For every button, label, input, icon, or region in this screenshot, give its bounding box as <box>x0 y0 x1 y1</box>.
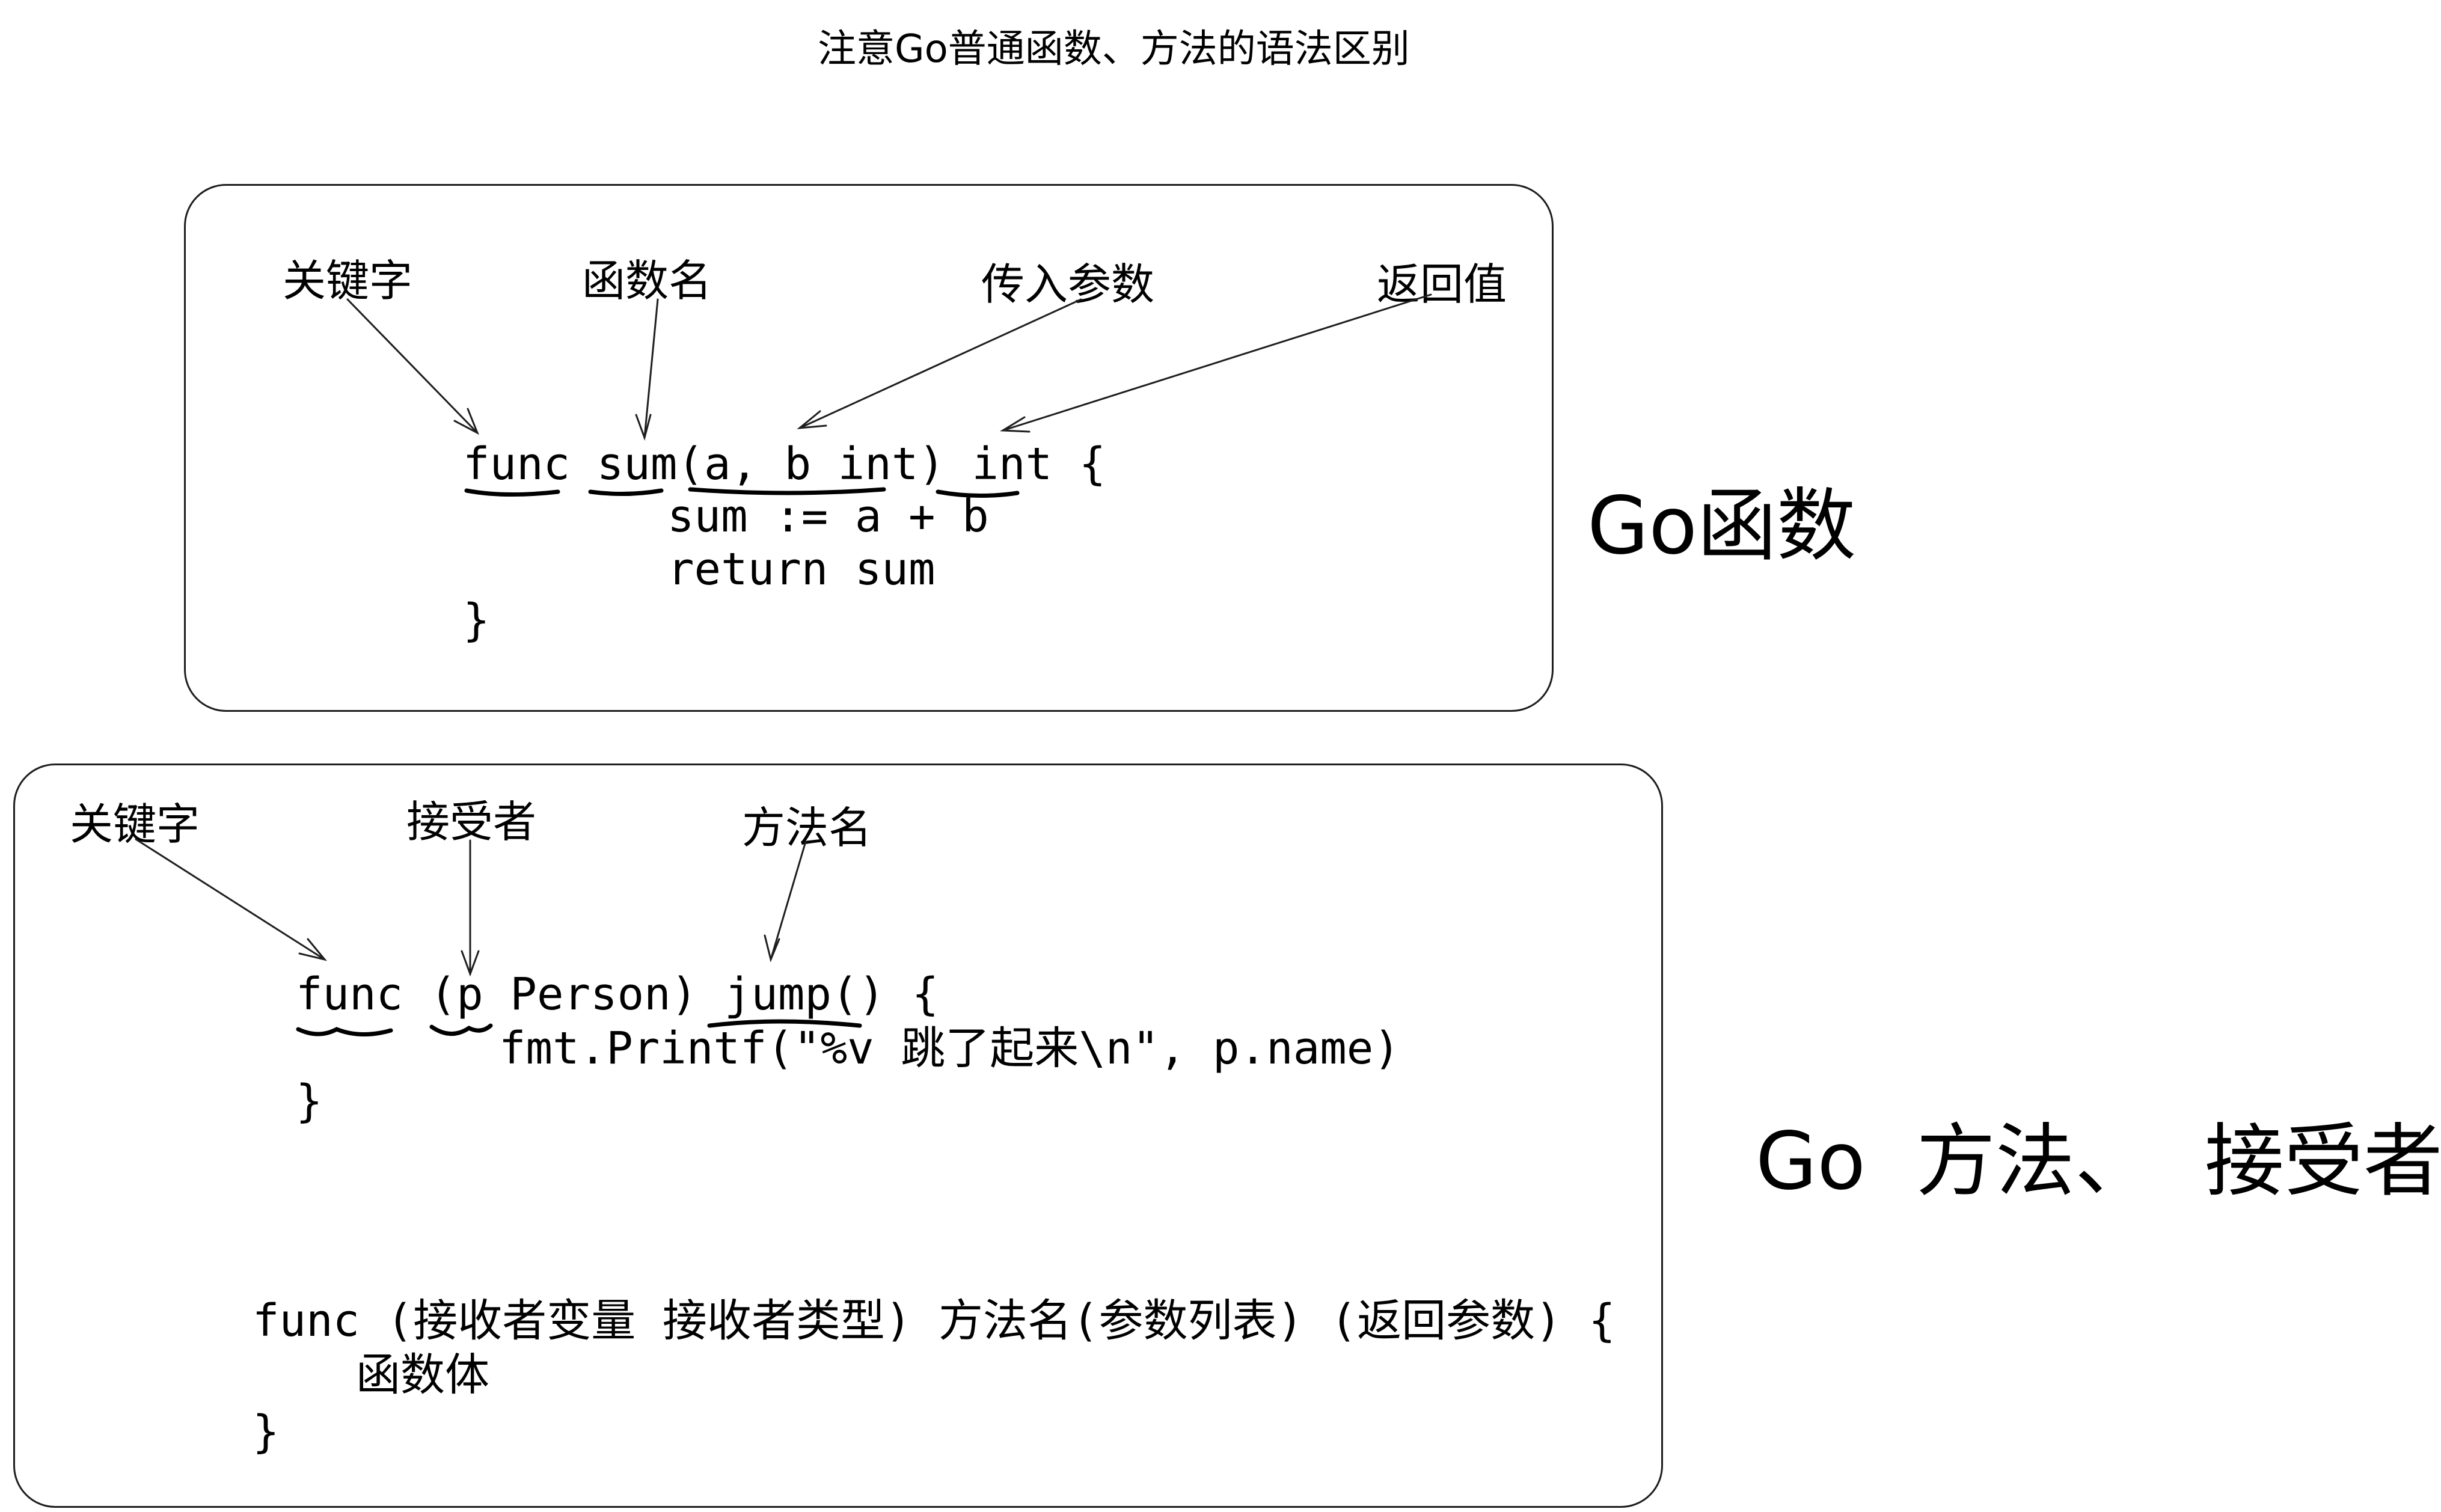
annotation-method-keyword: 关键字 <box>70 799 200 849</box>
arrow-methodname-to-jump <box>764 840 807 963</box>
syntax-template-line-close-brace: } <box>253 1406 280 1458</box>
underline-sum <box>588 488 664 497</box>
underline-jump <box>707 1019 862 1028</box>
annotation-keyword: 关键字 <box>283 256 413 306</box>
arrow-funcname-to-sum <box>635 298 659 441</box>
annotation-return-value: 返回值 <box>1377 259 1507 310</box>
annotation-receiver: 接受者 <box>406 797 537 847</box>
code-line-return: return sum <box>667 543 936 595</box>
method-panel <box>13 764 1663 1508</box>
method-side-label: Go 方法、 接受者 <box>1756 1115 2441 1208</box>
syntax-template-line-body: 函数体 <box>356 1349 489 1401</box>
annotation-method-name: 方法名 <box>742 803 872 853</box>
function-side-label: Go函数 <box>1587 480 1857 572</box>
arrow-receiver-to-p <box>461 839 480 977</box>
underline-method-func <box>296 1027 393 1036</box>
arrow-keyword-to-func <box>346 298 479 435</box>
code-line-sum-assign: sum := a + b <box>667 491 989 542</box>
annotation-params: 传入参数 <box>981 259 1155 310</box>
underline-params <box>688 487 886 495</box>
method-code-line-printf: fmt.Printf("%v 跳了起来\n", p.name) <box>499 1023 1400 1074</box>
arrow-params-to-args <box>797 298 1082 429</box>
annotation-function-name: 函数名 <box>582 256 712 306</box>
underline-return-int <box>936 489 1020 498</box>
arrow-method-keyword-to-func <box>135 838 327 961</box>
method-code-line-signature: func (p Person) jump() { <box>296 969 939 1020</box>
arrow-return-to-int <box>1000 293 1432 433</box>
function-panel <box>184 184 1554 712</box>
syntax-template-line-signature: func (接收者变量 接收者类型) 方法名(参数列表) (返回参数) { <box>253 1295 1616 1347</box>
method-code-line-close-brace: } <box>296 1076 323 1127</box>
underline-func <box>464 488 560 497</box>
underline-receiver <box>429 1023 493 1036</box>
code-line-close-brace: } <box>463 595 490 646</box>
code-line-func-signature: func sum(a, b int) int { <box>463 438 1106 490</box>
page-title: 注意Go普通函数、方法的语法区别 <box>818 27 1410 72</box>
